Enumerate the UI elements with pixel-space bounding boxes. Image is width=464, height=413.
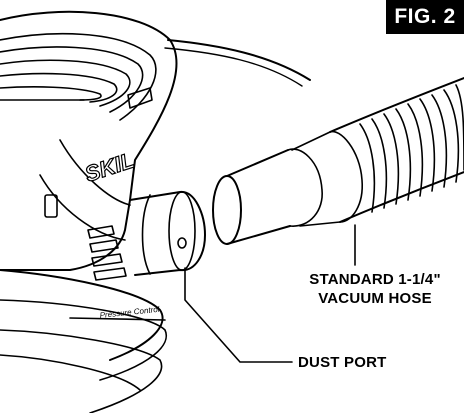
hose-callout-line-2: VACUUM HOSE xyxy=(318,290,432,307)
dust-port-callout: DUST PORT xyxy=(298,354,387,371)
vent-slots xyxy=(87,225,127,281)
power-cord-inner xyxy=(164,47,303,87)
vacuum-hose xyxy=(329,77,464,223)
brand-mark: SKIL xyxy=(82,147,137,186)
dust-port-leader-line xyxy=(184,267,293,363)
band-text: Pressure Control xyxy=(99,305,160,320)
sander-base-pad xyxy=(0,269,168,413)
dust-port xyxy=(129,190,206,276)
hose-callout: STANDARD 1-1/4" VACUUM HOSE xyxy=(290,270,460,308)
sander-housing xyxy=(0,10,178,271)
power-cord xyxy=(167,39,311,81)
figure-label: FIG. 2 xyxy=(386,0,464,34)
hose-callout-line-1: STANDARD 1-1/4" xyxy=(309,271,441,288)
hose-coupler xyxy=(212,130,363,245)
